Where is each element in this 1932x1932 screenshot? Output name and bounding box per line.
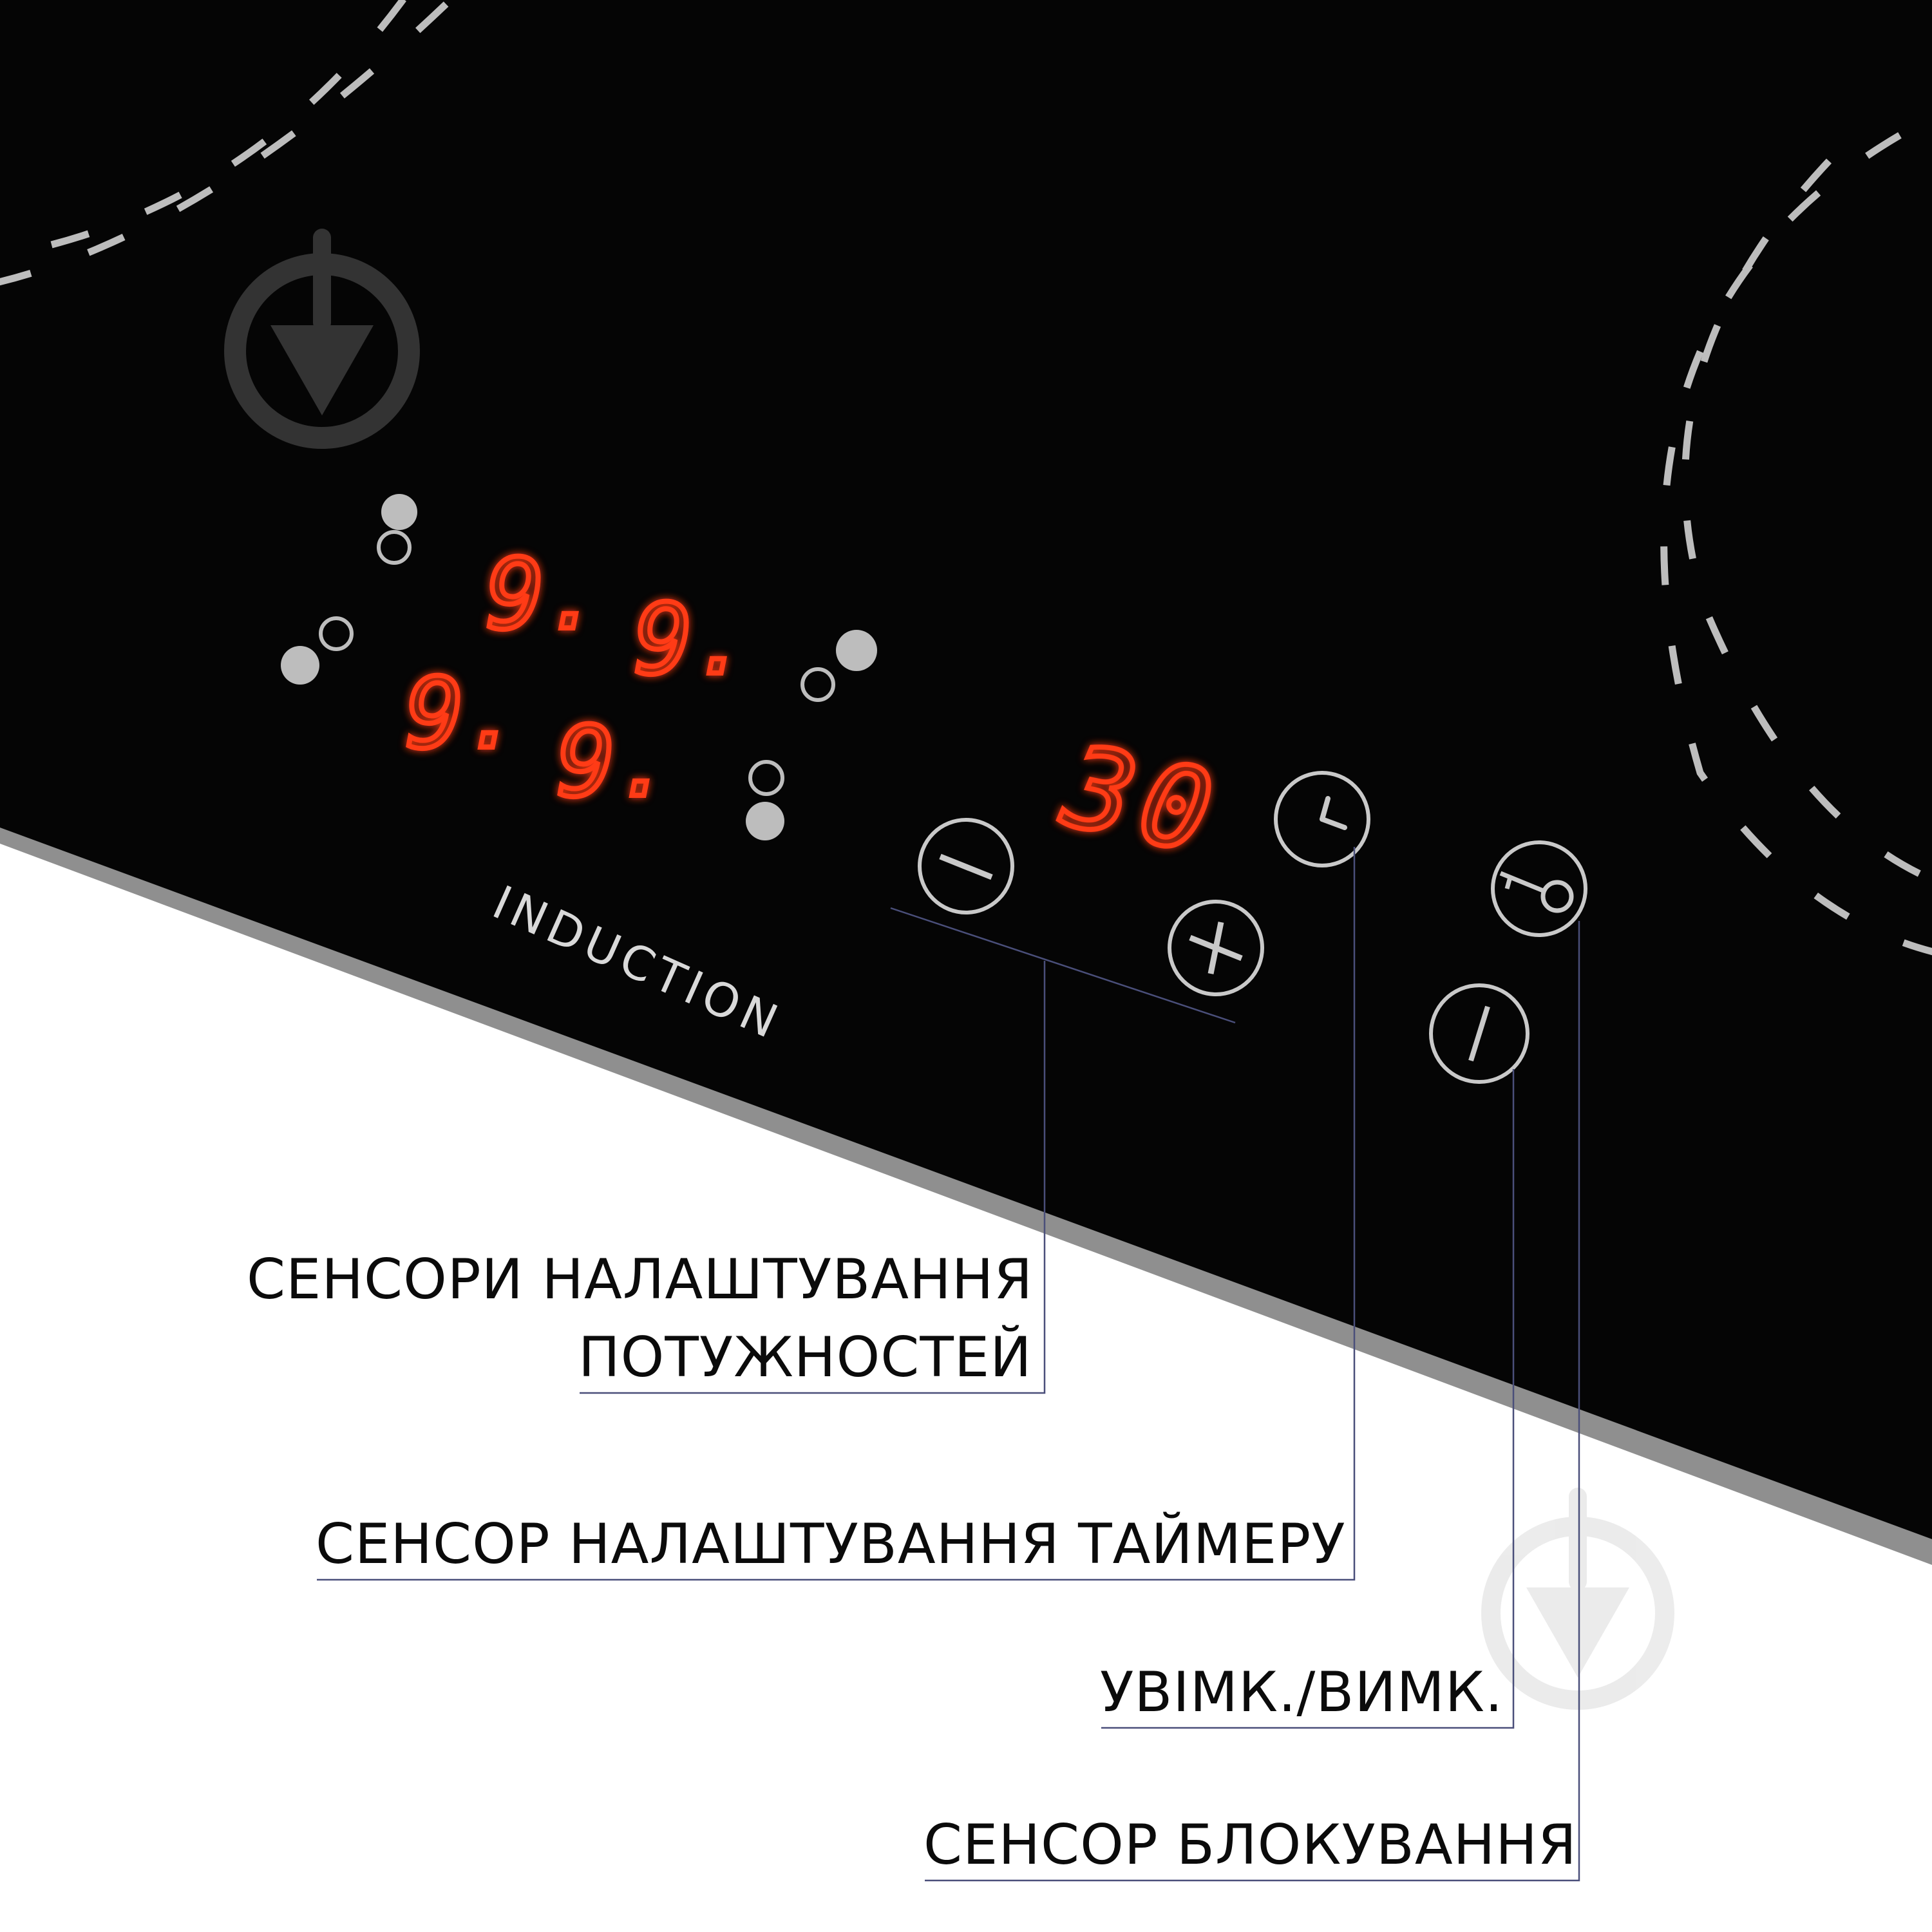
zone-display-bottom-left: 9. <box>406 658 522 770</box>
power-button[interactable] <box>1429 983 1530 1084</box>
clock-icon <box>1320 796 1347 830</box>
callout-timer-sensor: СЕНСОР НАЛАШТУВАННЯ ТАЙМЕРУ <box>316 1512 1346 1577</box>
power-minus-button[interactable] <box>918 818 1014 914</box>
watermark-logo-icon <box>224 229 420 449</box>
power-icon <box>1468 1005 1490 1062</box>
callout-lock-sensor: СЕНСОР БЛОКУВАННЯ <box>923 1813 1577 1877</box>
zone-indicator-top <box>377 494 417 565</box>
cooking-zone-ring-left <box>0 0 456 286</box>
callout-power-sensors-line2: ПОТУЖНОСТЕЙ <box>578 1325 1032 1390</box>
power-plus-button[interactable] <box>1168 900 1264 996</box>
callout-on-off: УВІМК./ВИМК. <box>1100 1660 1504 1725</box>
watermark-logo-icon <box>1481 1488 1674 1710</box>
leader-lines <box>317 847 1580 1882</box>
timer-button[interactable] <box>1274 771 1370 867</box>
glass-surface <box>0 0 1932 1539</box>
zone-indicator-right <box>800 630 877 702</box>
zone-display-top-right: 9. <box>634 584 751 696</box>
zone-indicator-bottom <box>746 760 784 840</box>
lock-button[interactable] <box>1491 840 1587 937</box>
zone-display-top-left: 9. <box>486 539 603 651</box>
cooking-zone-ring-right <box>1660 132 1932 956</box>
zone-display-bottom-right: 9. <box>557 706 674 819</box>
key-icon <box>1499 871 1574 913</box>
zone-indicator-left <box>281 616 354 685</box>
callout-power-sensors-line1: СЕНСОРИ НАЛАШТУВАННЯ <box>247 1247 1034 1312</box>
minus-icon <box>939 853 993 880</box>
plus-icon <box>1189 922 1243 974</box>
